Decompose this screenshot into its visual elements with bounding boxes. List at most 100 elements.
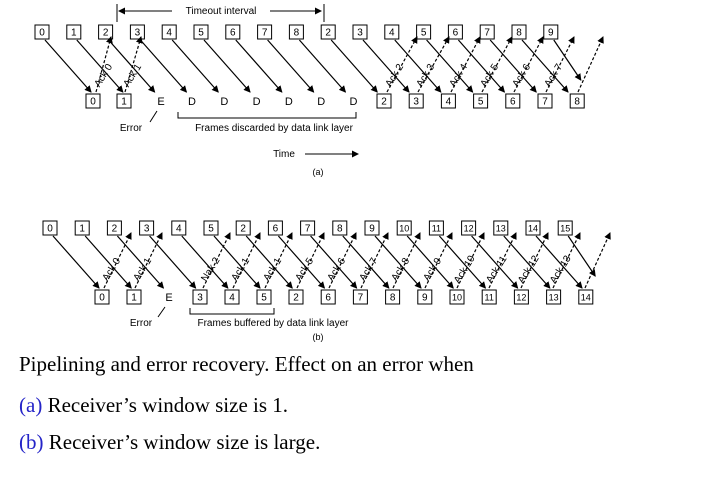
b-ack-label-6: Ack 6 <box>326 256 349 283</box>
b-frame-line-9 <box>342 235 390 289</box>
a-sent-frame-16-box <box>543 24 559 40</box>
a-ack-line-2 <box>386 36 418 93</box>
a-recv-frame-0-box <box>85 93 101 109</box>
a-frame-line-11 <box>394 39 442 93</box>
a-sent-frame-9-label: 2 <box>325 28 331 39</box>
b-frame-line-7 <box>277 235 326 289</box>
b-ack-line-7 <box>360 232 389 289</box>
b-ack-line-4 <box>264 232 293 289</box>
b-sent-frame-3-label: 3 <box>144 224 150 235</box>
a-sent-frame-2-box <box>98 24 114 40</box>
b-ack-label-5: Ack 5 <box>294 256 317 283</box>
b-ack-line-10 <box>456 232 485 289</box>
a-recv-after-frame-3-box <box>473 93 489 109</box>
b-frame-line-4 <box>181 235 229 289</box>
a-frame-line-10 <box>362 39 410 93</box>
a-sent-frame-14-label: 7 <box>484 28 490 39</box>
b-sent-frame-10-box <box>364 220 380 236</box>
a-frame-line-5 <box>203 39 251 93</box>
b-ack-label-0: Ack 0 <box>101 256 124 283</box>
a-discard-marker-4: D <box>317 96 325 108</box>
caption-line-3-text: Receiver’s window size is large. <box>43 430 321 454</box>
b-sent-frame-15-box <box>525 220 541 236</box>
b-frame-line-14 <box>503 235 551 289</box>
a-sent-frame-2-label: 2 <box>103 28 109 39</box>
b-recv-after-frame-2-box <box>352 289 368 305</box>
a-recv-after-frame-4-label: 6 <box>510 97 516 108</box>
b-sent-frame-11-box <box>396 220 412 236</box>
a-sent-frame-5-box <box>193 24 209 40</box>
b-ack-label-4: Ack 1 <box>262 256 285 283</box>
b-recv-after-frame-3-label: 8 <box>390 293 396 304</box>
b-frame-line-0 <box>52 235 100 289</box>
a-sent-frame-12-label: 5 <box>421 28 427 39</box>
a-discard-marker-2: D <box>253 96 261 108</box>
a-sent-frame-11-label: 4 <box>389 28 395 39</box>
a-sent-frame-12-box <box>416 24 432 40</box>
b-sublabel: (b) <box>313 332 324 342</box>
b-sent-frame-4-box <box>171 220 187 236</box>
b-buffer-label: Frames buffered by data link layer <box>197 318 349 329</box>
a-recv-after-frame-6-label: 8 <box>574 97 580 108</box>
a-sent-frame-0-box <box>34 24 50 40</box>
a-frame-line-13 <box>457 39 506 93</box>
a-frame-line-12 <box>426 39 474 93</box>
b-frame-line-2 <box>116 235 165 289</box>
b-sent-frame-9-label: 8 <box>337 224 343 235</box>
caption-line-3-prefix: (b) <box>19 430 44 454</box>
b-ack-label-3: Ack 1 <box>230 256 253 283</box>
b-sent-frame-14-box <box>493 220 509 236</box>
b-recv-frame-0-label: 0 <box>99 293 105 304</box>
a-sent-frame-13-box <box>447 24 463 40</box>
b-sent-frame-9-box <box>332 220 348 236</box>
b-ack-label-13: Ack 13 <box>548 253 574 285</box>
a-recv-after-frame-1-label: 3 <box>413 97 419 108</box>
b-sent-frame-12-box <box>428 220 444 236</box>
a-sent-frame-3-label: 3 <box>135 28 141 39</box>
a-recv-frame-1-label: 1 <box>121 97 127 108</box>
a-recv-after-frame-3-label: 5 <box>478 97 484 108</box>
b-recv-after-frame-1-label: 6 <box>325 293 331 304</box>
b-sent-frame-0-label: 0 <box>47 224 53 235</box>
b-buffered-frame-1-label: 4 <box>229 293 235 304</box>
a-recv-after-frame-1-box <box>408 93 424 109</box>
a-recv-after-frame-6-box <box>569 93 585 109</box>
b-recv-after-frame-3-box <box>385 289 401 305</box>
b-frame-line-16 <box>567 235 596 277</box>
a-ack-line-8 <box>577 36 604 93</box>
a-ack-label-0: Ack 0 <box>93 62 116 89</box>
a-recv-after-frame-0-label: 2 <box>381 97 387 108</box>
b-ack-line-5 <box>296 232 325 289</box>
a-frame-line-15 <box>521 39 569 93</box>
b-sent-frame-14-label: 13 <box>496 224 506 234</box>
a-frame-line-8 <box>298 39 347 93</box>
a-time-label: Time <box>273 149 295 160</box>
b-recv-after-frame-2-label: 7 <box>358 293 364 304</box>
a-recv-frame-0-label: 0 <box>90 97 96 108</box>
a-ack-line-7 <box>545 36 575 93</box>
b-recv-after-frame-4-label: 9 <box>422 293 428 304</box>
a-recv-after-frame-5-label: 7 <box>542 97 548 108</box>
a-frame-line-3 <box>139 39 188 93</box>
a-frame-line-2 <box>108 39 156 93</box>
a-recv-frame-1-box <box>116 93 132 109</box>
b-recv-after-frame-6-label: 11 <box>485 293 494 303</box>
b-recv-after-frame-5-box <box>449 289 465 305</box>
b-ack-label-12: Ack 12 <box>516 253 542 285</box>
b-ack-line-1 <box>134 232 163 289</box>
b-sent-frame-4-label: 4 <box>176 224 182 235</box>
b-buffered-frame-2-box <box>256 289 272 305</box>
a-sent-frame-10-box <box>352 24 368 40</box>
b-sent-frame-12-label: 11 <box>432 224 441 234</box>
b-sent-frame-16-box <box>557 220 573 236</box>
b-ack-line-11 <box>488 232 517 289</box>
a-recv-after-frame-0-box <box>376 93 392 109</box>
b-ack-label-7: Ack 7 <box>358 256 381 283</box>
b-ack-line-2 <box>202 232 231 289</box>
a-sent-frame-11-box <box>384 24 400 40</box>
b-error-label: Error <box>130 318 153 329</box>
b-recv-after-frame-9-box <box>578 289 594 305</box>
b-sent-frame-3-box <box>139 220 155 236</box>
a-ack-line-4 <box>450 36 481 93</box>
